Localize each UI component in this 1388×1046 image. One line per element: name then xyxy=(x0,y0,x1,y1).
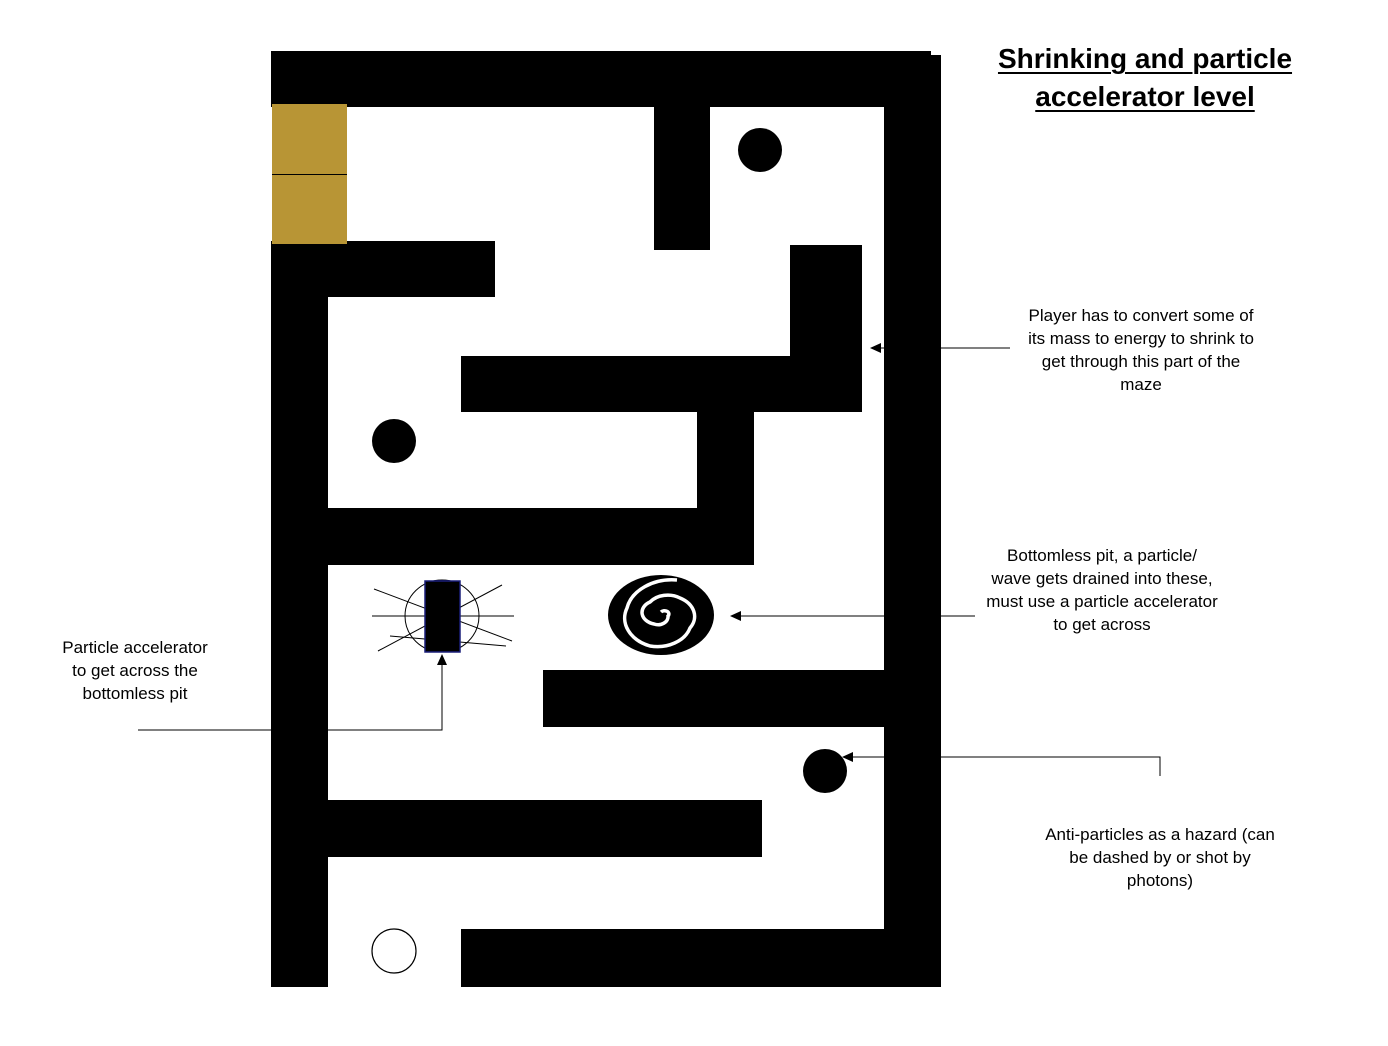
gold-door-upper xyxy=(272,104,347,174)
bottomless-pit-spiral-icon xyxy=(608,575,714,655)
antiparticle-icon xyxy=(738,128,782,172)
title-line-2: accelerator level xyxy=(1035,81,1255,112)
wall-upper-left-ledge xyxy=(271,241,495,297)
wall-top-hanging xyxy=(654,100,710,250)
wall-bottom xyxy=(461,929,941,987)
accelerator-arrow xyxy=(138,654,447,731)
antiparticle-annotation: Anti-particles as a hazard (can be dashe… xyxy=(1045,825,1275,890)
accelerator-annotation: Particle accelerator to get across the b… xyxy=(62,638,208,703)
antiparticle-icon xyxy=(372,419,416,463)
wall-lower-left-ledge xyxy=(271,800,762,857)
top-wall xyxy=(271,51,931,107)
right-wall xyxy=(884,55,941,987)
antiparticles xyxy=(372,128,847,793)
wall-right-ledge xyxy=(543,670,941,727)
shrink-annotation: Player has to convert some of its mass t… xyxy=(1028,306,1254,394)
antiparticle-icon xyxy=(803,749,847,793)
maze-walls xyxy=(271,51,941,987)
wall-narrow-horizontal xyxy=(461,356,862,412)
wall-mid-horizontal xyxy=(271,508,754,565)
gold-door-lower xyxy=(272,175,347,244)
title-line-1: Shrinking and particle xyxy=(997,43,1293,74)
player-icon xyxy=(371,928,417,974)
pit-annotation: Bottomless pit, a particle/ wave gets dr… xyxy=(986,546,1218,634)
annotation-arrows xyxy=(138,343,1161,776)
page-title: Shrinking and particle accelerator level xyxy=(960,40,1330,116)
particle-accelerator-icon xyxy=(372,579,514,653)
door-blocks xyxy=(272,104,347,244)
antiparticle-arrow xyxy=(842,752,1161,776)
left-wall xyxy=(271,241,328,987)
